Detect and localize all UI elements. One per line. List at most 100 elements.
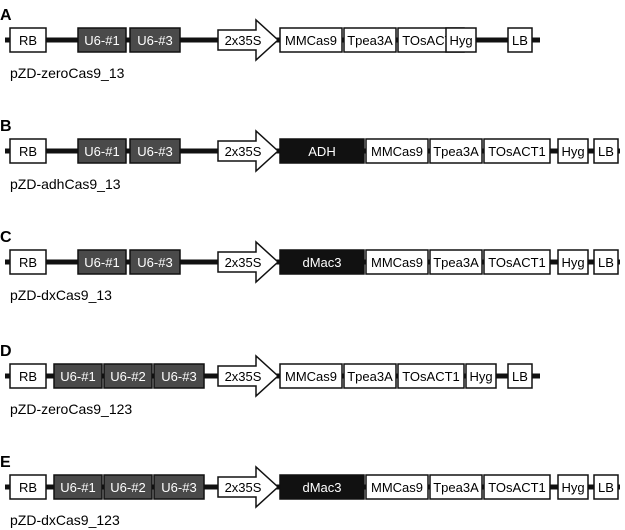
element-label-adh: ADH — [308, 144, 335, 159]
element-box-u6-1 — [77, 249, 127, 275]
element-label-tpea3a: Tpea3A — [347, 369, 393, 384]
element-label-u6-1: U6-#1 — [84, 33, 119, 48]
element-label-tosact1: TOsACT1 — [488, 480, 546, 495]
element-box-hyg — [557, 249, 589, 275]
element-box-u6-1 — [53, 474, 103, 500]
element-box-dmac3 — [279, 474, 365, 500]
element-label-mmcas9: MMCas9 — [371, 255, 423, 270]
element-box-lb — [593, 138, 619, 164]
element-label-lb: LB — [512, 369, 528, 384]
element-label-dmac3: dMac3 — [302, 255, 341, 270]
element-label-rb: RB — [19, 255, 37, 270]
promoter-arrow — [217, 18, 280, 62]
element-box-tpea3a — [343, 27, 397, 53]
element-label-hyg: Hyg — [469, 369, 492, 384]
construct-name: pZD-dxCas9_123 — [10, 512, 120, 528]
element-box-tosact1 — [483, 474, 551, 500]
element-label-lb: LB — [598, 144, 614, 159]
element-label-2x35s: 2x35S — [225, 480, 262, 495]
panel-c: C RB U6-#1 U6-#3 2x35S dMac3 MMCas9 Tpea3A TOsAC… — [0, 229, 620, 303]
element-label-u6-3: U6-#3 — [137, 255, 172, 270]
element-box-rb — [9, 474, 47, 500]
element-label-rb: RB — [19, 369, 37, 384]
element-box-rb — [9, 27, 47, 53]
element-label-u6-2: U6-#2 — [110, 480, 145, 495]
element-label-2x35s: 2x35S — [225, 33, 262, 48]
promoter-arrow — [217, 354, 280, 398]
element-label-tosact1: TOsACT1 — [402, 369, 460, 384]
panel-letter: C — [0, 229, 12, 246]
element-box-lb — [593, 474, 619, 500]
element-box-u6-2 — [103, 474, 153, 500]
element-box-u6-1 — [77, 27, 127, 53]
element-label-mmcas9: MMCas9 — [285, 33, 337, 48]
element-box-lb — [593, 249, 619, 275]
element-label-2x35s: 2x35S — [225, 255, 262, 270]
element-label-hyg: Hyg — [561, 144, 584, 159]
promoter-arrow — [217, 129, 280, 173]
element-label-hyg: Hyg — [561, 255, 584, 270]
element-box-u6-1 — [53, 363, 103, 389]
element-label-u6-3: U6-#3 — [137, 33, 172, 48]
element-label-2x35s: 2x35S — [225, 369, 262, 384]
element-box-mmcas9 — [365, 249, 429, 275]
element-box-adh — [279, 138, 365, 164]
element-box-u6-3 — [129, 138, 181, 164]
element-label-tosact1: TOsACT1 — [488, 144, 546, 159]
element-box-rb — [9, 363, 47, 389]
element-label-lb: LB — [598, 480, 614, 495]
element-box-tosact1 — [483, 138, 551, 164]
element-label-tosact1: TOsACT1 — [488, 255, 546, 270]
element-box-u6-1 — [77, 138, 127, 164]
panel-letter: E — [0, 454, 11, 471]
element-label-tpea3a: Tpea3A — [433, 255, 479, 270]
element-box-lb — [507, 363, 533, 389]
construct-name: pZD-zeroCas9_13 — [10, 65, 125, 81]
element-box-mmcas9 — [279, 363, 343, 389]
panel-letter: A — [0, 7, 12, 24]
element-box-tosact1 — [397, 363, 465, 389]
element-box-lb — [507, 27, 533, 53]
construct-name: pZD-dxCas9_13 — [10, 287, 112, 303]
element-box-mmcas9 — [365, 474, 429, 500]
element-label-tpea3a: Tpea3A — [433, 480, 479, 495]
element-label-mmcas9: MMCas9 — [371, 144, 423, 159]
element-label-rb: RB — [19, 144, 37, 159]
element-label-u6-1: U6-#1 — [84, 255, 119, 270]
element-box-hyg — [557, 138, 589, 164]
element-label-tpea3a: Tpea3A — [347, 33, 393, 48]
element-label-mmcas9: MMCas9 — [371, 480, 423, 495]
panel-letter: B — [0, 118, 12, 135]
element-box-mmcas9 — [279, 27, 343, 53]
element-box-tpea3a — [429, 249, 483, 275]
element-box-rb — [9, 138, 47, 164]
element-label-u6-1: U6-#1 — [84, 144, 119, 159]
element-label-dmac3: dMac3 — [302, 480, 341, 495]
element-box-u6-3 — [153, 474, 205, 500]
element-box-u6-3 — [129, 249, 181, 275]
element-label-rb: RB — [19, 480, 37, 495]
element-label-2x35s: 2x35S — [225, 144, 262, 159]
element-label-hyg: Hyg — [561, 480, 584, 495]
element-box-hyg — [465, 363, 497, 389]
element-box-u6-3 — [129, 27, 181, 53]
element-label-u6-3: U6-#3 — [161, 480, 196, 495]
element-box-hyg — [557, 474, 589, 500]
element-box-tpea3a — [343, 363, 397, 389]
element-box-rb — [9, 249, 47, 275]
construct-name: pZD-adhCas9_13 — [10, 176, 121, 192]
promoter-arrow — [217, 240, 280, 284]
element-label-lb: LB — [512, 33, 528, 48]
element-box-hyg — [445, 27, 477, 53]
element-box-dmac3 — [279, 249, 365, 275]
panel-b: B RB U6-#1 U6-#3 2x35S ADH MMCas9 Tpea3A TOsACT1… — [0, 118, 620, 192]
element-label-u6-1: U6-#1 — [60, 369, 95, 384]
element-label-u6-1: U6-#1 — [60, 480, 95, 495]
element-box-tpea3a — [429, 474, 483, 500]
element-label-u6-3: U6-#3 — [137, 144, 172, 159]
element-box-u6-3 — [153, 363, 205, 389]
element-label-tpea3a: Tpea3A — [433, 144, 479, 159]
